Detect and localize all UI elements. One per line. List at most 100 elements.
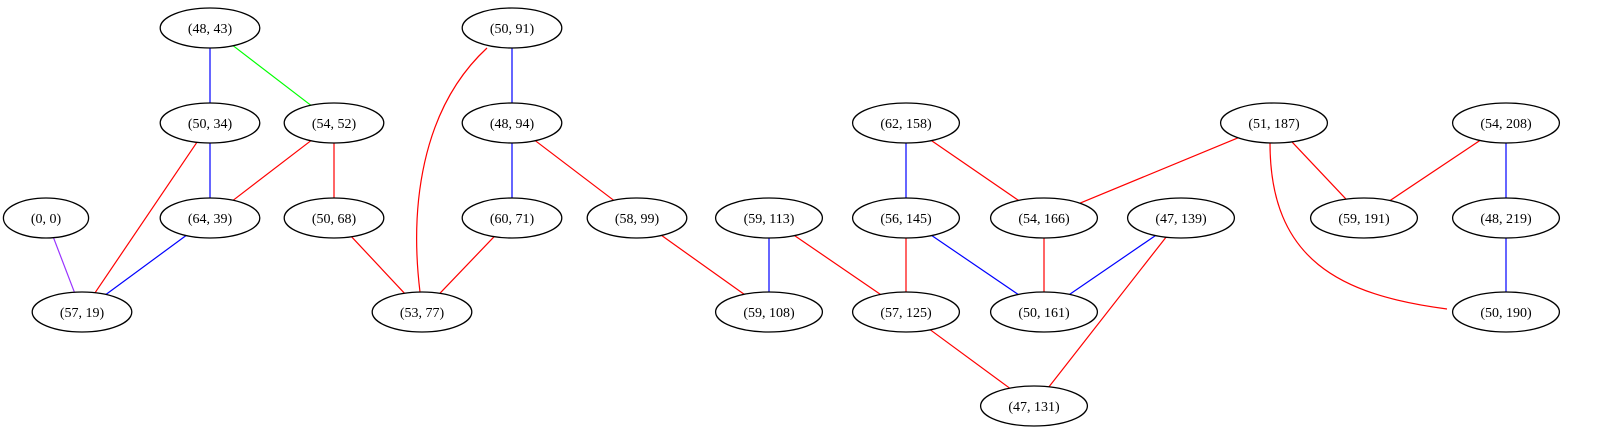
node-label: (50, 190) <box>1480 306 1532 321</box>
node-label: (47, 139) <box>1155 212 1207 227</box>
graph-node: (50, 91) <box>461 7 563 49</box>
node-ellipse <box>1126 197 1236 239</box>
graph-node: (47, 139) <box>1126 197 1236 239</box>
graph-node: (59, 108) <box>714 291 824 333</box>
graph-node: (58, 99) <box>586 197 688 239</box>
graph-node: (62, 158) <box>851 102 961 144</box>
graph-node: (50, 68) <box>283 197 385 239</box>
node-label: (50, 91) <box>490 22 535 37</box>
graph-node: (50, 161) <box>989 291 1099 333</box>
node-label: (51, 187) <box>1248 117 1300 132</box>
graph-node: (53, 77) <box>371 291 473 333</box>
node-ellipse <box>714 291 824 333</box>
node-label: (48, 219) <box>1480 212 1532 227</box>
node-label: (57, 19) <box>60 306 105 321</box>
node-label: (56, 145) <box>880 212 932 227</box>
node-ellipse <box>461 7 563 49</box>
node-label: (62, 158) <box>880 117 932 132</box>
edge-n51_187-n59_191 <box>1291 141 1347 200</box>
edge-n60_71-n53_77 <box>439 236 495 294</box>
graph-node: (51, 187) <box>1219 102 1329 144</box>
node-label: (57, 125) <box>880 306 932 321</box>
node-ellipse <box>989 197 1099 239</box>
node-label: (54, 52) <box>312 117 357 132</box>
node-label: (48, 43) <box>188 22 233 37</box>
edge-n47_139-n50_161 <box>1069 235 1156 295</box>
graph-node: (59, 113) <box>714 197 824 239</box>
edge-n58_99-n59_108 <box>661 234 745 295</box>
graph-node: (64, 39) <box>159 197 261 239</box>
node-ellipse <box>979 385 1089 427</box>
edge-n50_91-n53_77 <box>416 47 488 293</box>
node-label: (59, 191) <box>1338 212 1390 227</box>
node-label: (60, 71) <box>490 212 535 227</box>
node-label: (48, 94) <box>490 117 535 132</box>
graph-node: (54, 208) <box>1451 102 1561 144</box>
edge-n54_52-n64_39 <box>232 140 312 201</box>
edge-n48_94-n58_99 <box>534 140 615 201</box>
node-label: (54, 166) <box>1018 212 1070 227</box>
graph-node: (48, 94) <box>461 102 563 144</box>
node-ellipse <box>1451 102 1561 144</box>
edge-n47_139-n47_131 <box>1048 236 1167 388</box>
node-ellipse <box>159 7 261 49</box>
node-ellipse <box>851 102 961 144</box>
edge-n51_187-n54_166 <box>1079 137 1239 204</box>
node-ellipse <box>851 197 961 239</box>
graph-node: (50, 34) <box>159 102 261 144</box>
node-ellipse <box>159 102 261 144</box>
node-layer: (48, 43) (50, 91) (50, 34) (54, 52) (48, 94)… <box>2 7 1561 427</box>
node-ellipse <box>1451 291 1561 333</box>
node-label: (53, 77) <box>400 306 445 321</box>
edge-n48_43-n54_52 <box>232 45 312 106</box>
node-ellipse <box>283 197 385 239</box>
edge-n51_187-n50_190 <box>1269 142 1448 310</box>
node-label: (59, 113) <box>744 212 795 227</box>
node-label: (0, 0) <box>31 212 62 227</box>
node-ellipse <box>159 197 261 239</box>
node-ellipse <box>31 291 133 333</box>
edge-n57_125-n47_131 <box>929 329 1011 389</box>
graph-node: (48, 43) <box>159 7 261 49</box>
edge-n62_158-n54_166 <box>931 140 1019 201</box>
node-ellipse <box>1451 197 1561 239</box>
node-label: (59, 108) <box>743 306 795 321</box>
node-ellipse <box>586 197 688 239</box>
node-ellipse <box>461 102 563 144</box>
graph-node: (54, 52) <box>283 102 385 144</box>
node-ellipse <box>461 197 563 239</box>
node-ellipse <box>371 291 473 333</box>
node-ellipse <box>714 197 824 239</box>
graph-node: (50, 190) <box>1451 291 1561 333</box>
node-label: (58, 99) <box>615 212 660 227</box>
node-label: (64, 39) <box>188 212 233 227</box>
node-label: (50, 68) <box>312 212 357 227</box>
node-ellipse <box>1309 197 1419 239</box>
edge-n50_68-n53_77 <box>351 236 405 294</box>
node-label: (54, 208) <box>1480 117 1532 132</box>
edge-n59_113-n57_125 <box>794 235 881 295</box>
edge-layer <box>52 45 1507 389</box>
node-ellipse <box>283 102 385 144</box>
edge-n64_39-n57_19 <box>105 235 187 295</box>
edge-n54_208-n59_191 <box>1389 140 1481 201</box>
graph-node: (47, 131) <box>979 385 1089 427</box>
node-label: (50, 161) <box>1018 306 1070 321</box>
graph-node: (0, 0) <box>2 197 90 239</box>
edge-n0_0-n57_19 <box>52 237 75 293</box>
graph-node: (57, 19) <box>31 291 133 333</box>
node-label: (47, 131) <box>1008 400 1060 415</box>
node-ellipse <box>851 291 961 333</box>
graph-node: (54, 166) <box>989 197 1099 239</box>
node-ellipse <box>1219 102 1329 144</box>
graph-node: (56, 145) <box>851 197 961 239</box>
node-ellipse <box>989 291 1099 333</box>
graph-node: (59, 191) <box>1309 197 1419 239</box>
node-ellipse <box>2 197 90 239</box>
graph-node: (48, 219) <box>1451 197 1561 239</box>
node-label: (50, 34) <box>188 117 233 132</box>
edge-n56_145-n50_161 <box>931 235 1019 295</box>
graph-node: (60, 71) <box>461 197 563 239</box>
graph-node: (57, 125) <box>851 291 961 333</box>
